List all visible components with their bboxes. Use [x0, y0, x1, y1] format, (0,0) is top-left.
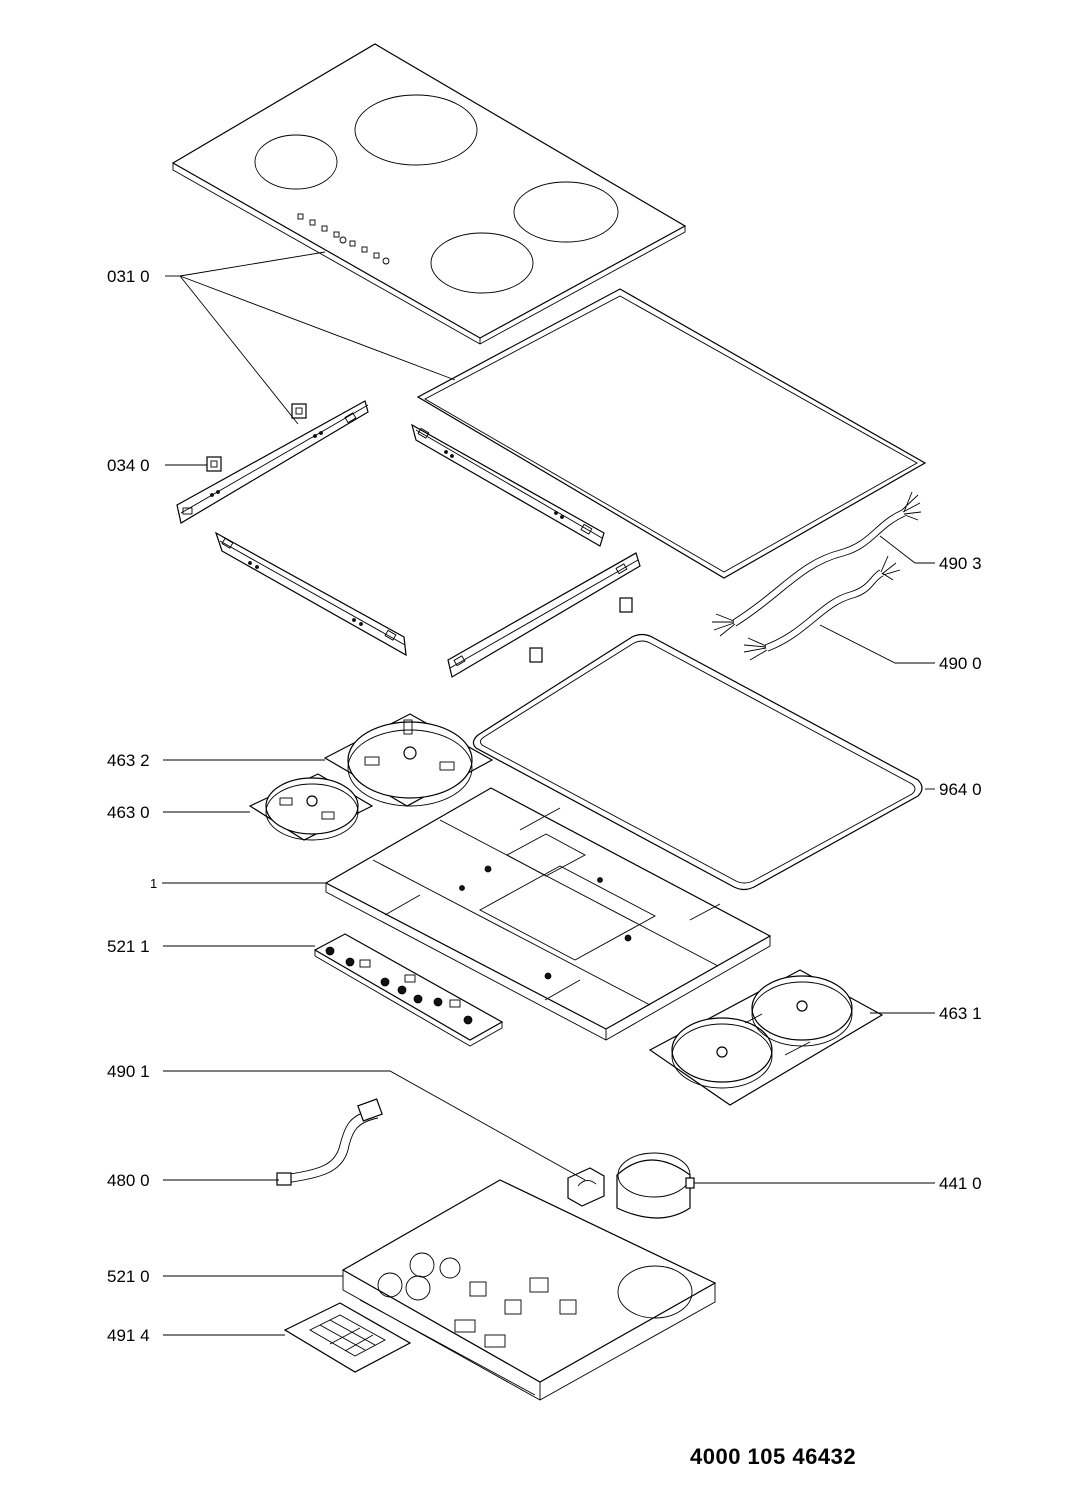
label-490-0: 490 0 [939, 654, 982, 673]
cooktop-frame [416, 288, 927, 579]
cable-clamp [567, 1167, 605, 1207]
document-number: 4000 105 46432 [690, 1444, 857, 1469]
side-trim-left-lower [214, 531, 407, 657]
side-trim-right-upper [411, 423, 605, 547]
ribbon-cable [276, 1098, 383, 1186]
label-521-0: 521 0 [107, 1267, 150, 1286]
glass-cooktop [171, 43, 687, 345]
label-031-0: 031 0 [107, 267, 150, 286]
induction-coil-pair [648, 969, 884, 1106]
label-491-4: 491 4 [107, 1326, 150, 1345]
label-490-3: 490 3 [939, 554, 982, 573]
side-trim-right-lower [447, 552, 641, 678]
induction-coil-large [323, 713, 494, 807]
label-463-0: 463 0 [107, 803, 150, 822]
label-490-1: 490 1 [107, 1062, 150, 1081]
label-480-0: 480 0 [107, 1171, 150, 1190]
label-034-0: 034 0 [107, 456, 150, 475]
label-463-1: 463 1 [939, 1004, 982, 1023]
power-cable-lower [743, 555, 901, 661]
label-521-1: 521 1 [107, 937, 150, 956]
label-463-2: 463 2 [107, 751, 150, 770]
touch-controls [297, 213, 390, 265]
support-tray [324, 787, 772, 1041]
label-964-0: 964 0 [939, 780, 982, 799]
leader-lines [162, 251, 935, 1336]
electronics-housing [341, 1179, 717, 1401]
label-1: 1 [150, 876, 157, 891]
side-trim-left-upper [176, 400, 369, 524]
cooling-fan [616, 1152, 695, 1219]
lower-gasket [472, 633, 923, 891]
induction-coil-small [248, 773, 374, 841]
clip-bracket [206, 403, 307, 472]
label-441-0: 441 0 [939, 1174, 982, 1193]
part-labels: 031 0 034 0 490 3 490 0 463 2 964 0 463 … [107, 267, 982, 1345]
filter-grid [283, 1302, 412, 1373]
power-cable-upper [712, 491, 922, 637]
control-board [313, 933, 504, 1047]
